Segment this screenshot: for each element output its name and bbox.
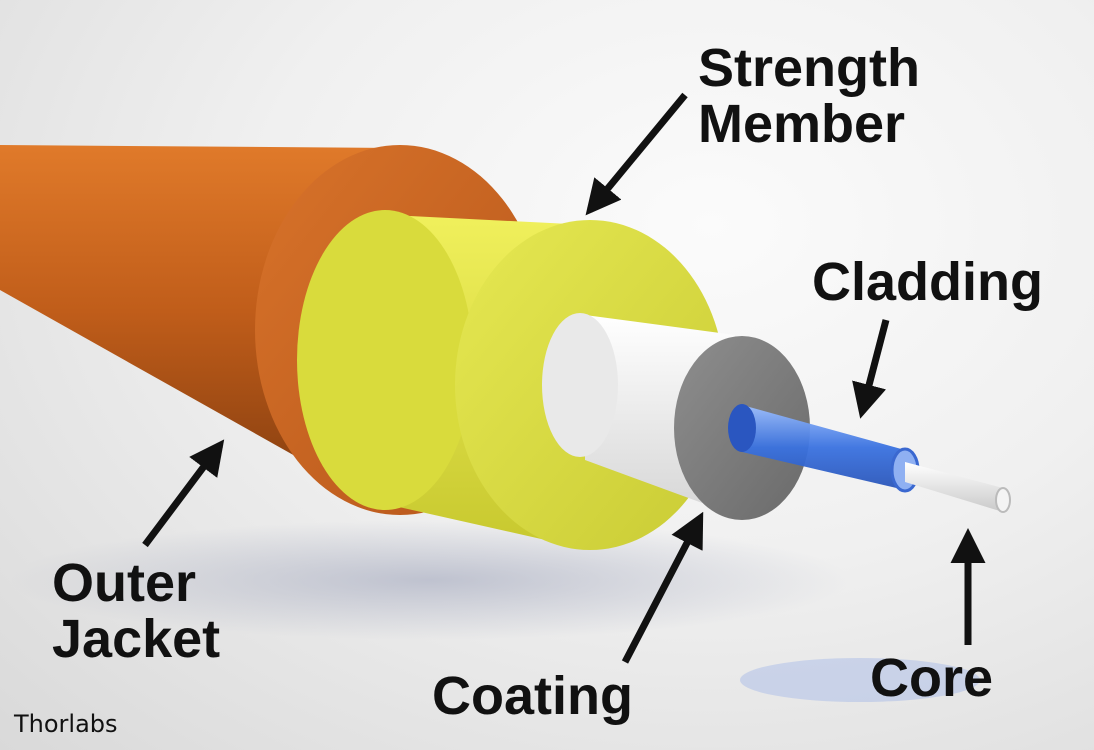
strength-member-label: Strength Member: [698, 40, 920, 152]
outer-jacket-label: Outer Jacket: [52, 555, 220, 667]
cable-shadow: [10, 520, 850, 640]
arrow-outer-jacket-icon: [142, 439, 225, 548]
strength-member-label-line-2: Member: [698, 94, 906, 154]
arrow-coating-icon: [621, 511, 704, 664]
arrow-strength-member-icon: [585, 92, 688, 216]
strength-member-label-line-1: Strength: [698, 38, 920, 98]
outer-jacket-label-line-2: Jacket: [52, 609, 221, 669]
outer-jacket-label-line-1: Outer: [52, 553, 197, 613]
core-label: Core: [870, 648, 994, 708]
fiber-shadow: [740, 658, 980, 702]
arrow-cladding-icon: [852, 319, 890, 419]
credit-text: Thorlabs: [14, 710, 118, 738]
core: [905, 462, 1011, 513]
cladding: [728, 404, 920, 493]
cladding-label: Cladding: [812, 252, 1043, 312]
coating-label: Coating: [432, 666, 633, 726]
